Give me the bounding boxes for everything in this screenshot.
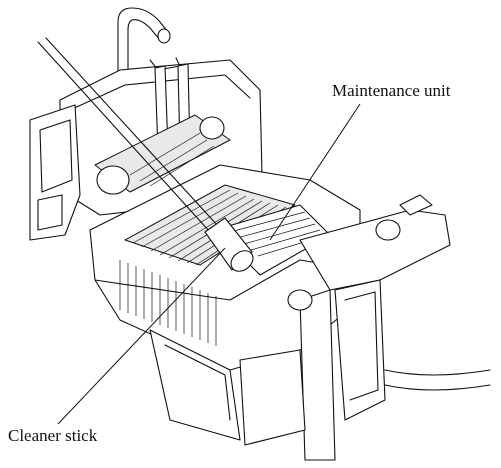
right-assembly — [287, 194, 491, 461]
cleaner-stick-leader — [57, 247, 226, 425]
lower-front — [149, 329, 306, 446]
maintenance-unit-label: Maintenance unit — [332, 81, 451, 100]
cleaner-stick-label: Cleaner stick — [8, 426, 98, 445]
left-housing — [29, 104, 81, 241]
maintenance-unit-leader — [269, 103, 361, 241]
top-hose — [117, 7, 171, 83]
cleaner-stick — [37, 37, 254, 272]
roller — [94, 114, 231, 195]
